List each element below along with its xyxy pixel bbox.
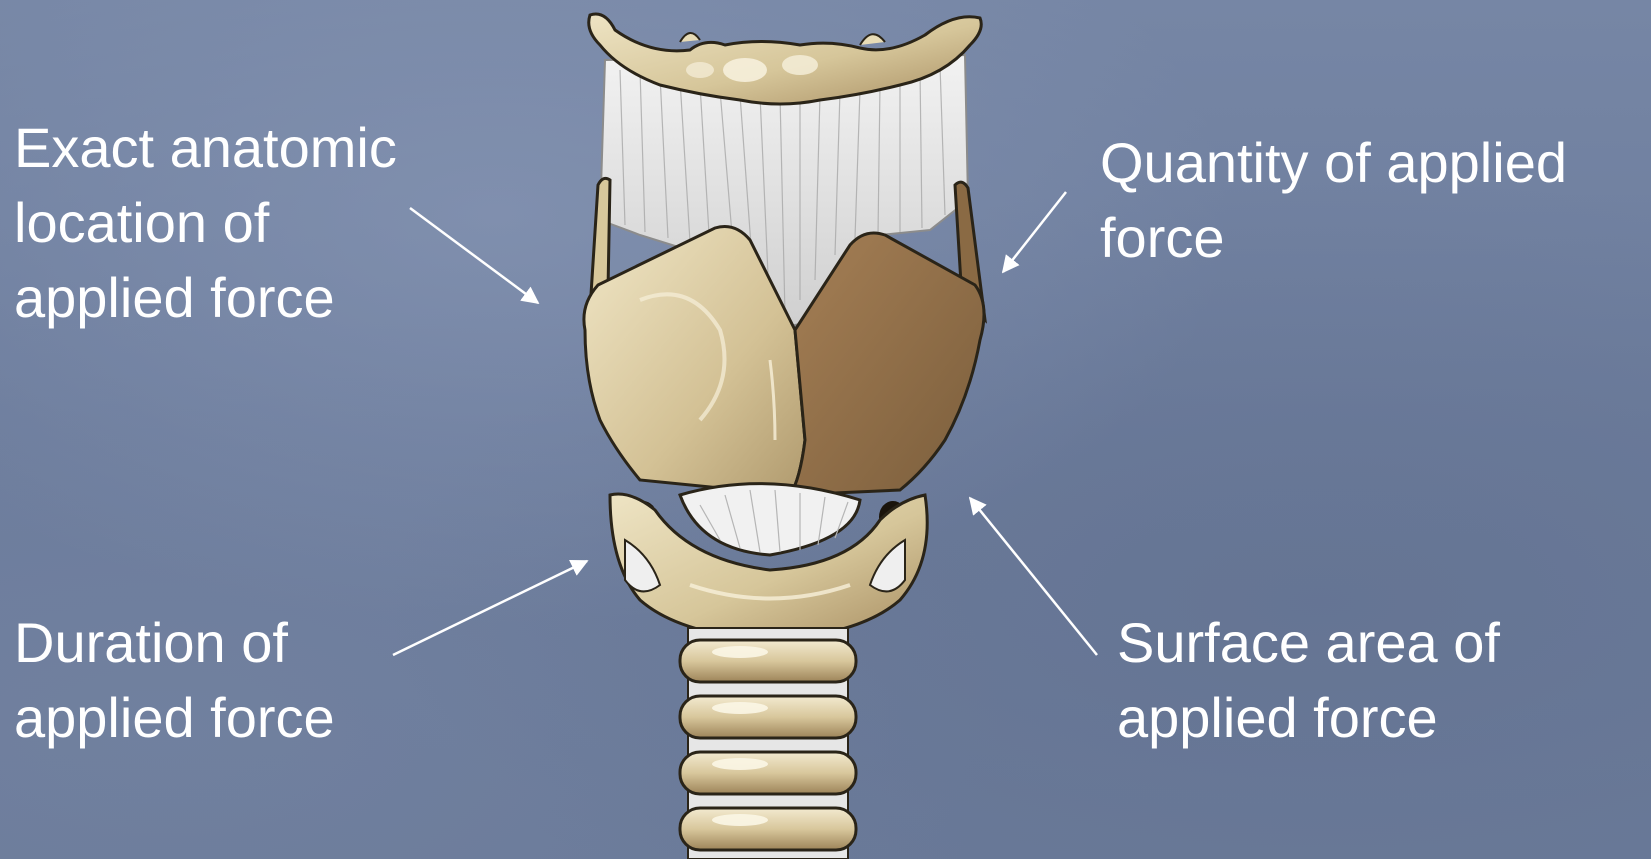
arrow-quantity	[1003, 192, 1066, 272]
label-duration: Duration of applied force	[14, 605, 335, 755]
label-line: Surface area of	[1117, 605, 1500, 680]
tracheal-ring	[680, 808, 856, 850]
label-quantity: Quantity of applied force	[1100, 125, 1567, 275]
tracheal-ring	[680, 752, 856, 794]
label-line: applied force	[14, 680, 335, 755]
label-line: Exact anatomic	[14, 110, 397, 185]
label-line: force	[1100, 200, 1567, 275]
label-surface-area: Surface area of applied force	[1117, 605, 1500, 755]
label-line: applied force	[1117, 680, 1500, 755]
label-anatomic-location: Exact anatomic location of applied force	[14, 110, 397, 335]
arrow-duration	[393, 561, 587, 655]
tracheal-ring	[680, 696, 856, 738]
arrow-surface	[970, 498, 1097, 655]
arrow-location	[410, 208, 538, 303]
label-line: Quantity of applied	[1100, 125, 1567, 200]
tracheal-ring	[680, 640, 856, 682]
label-line: Duration of	[14, 605, 335, 680]
label-line: applied force	[14, 260, 397, 335]
label-line: location of	[14, 185, 397, 260]
trachea	[680, 628, 856, 859]
